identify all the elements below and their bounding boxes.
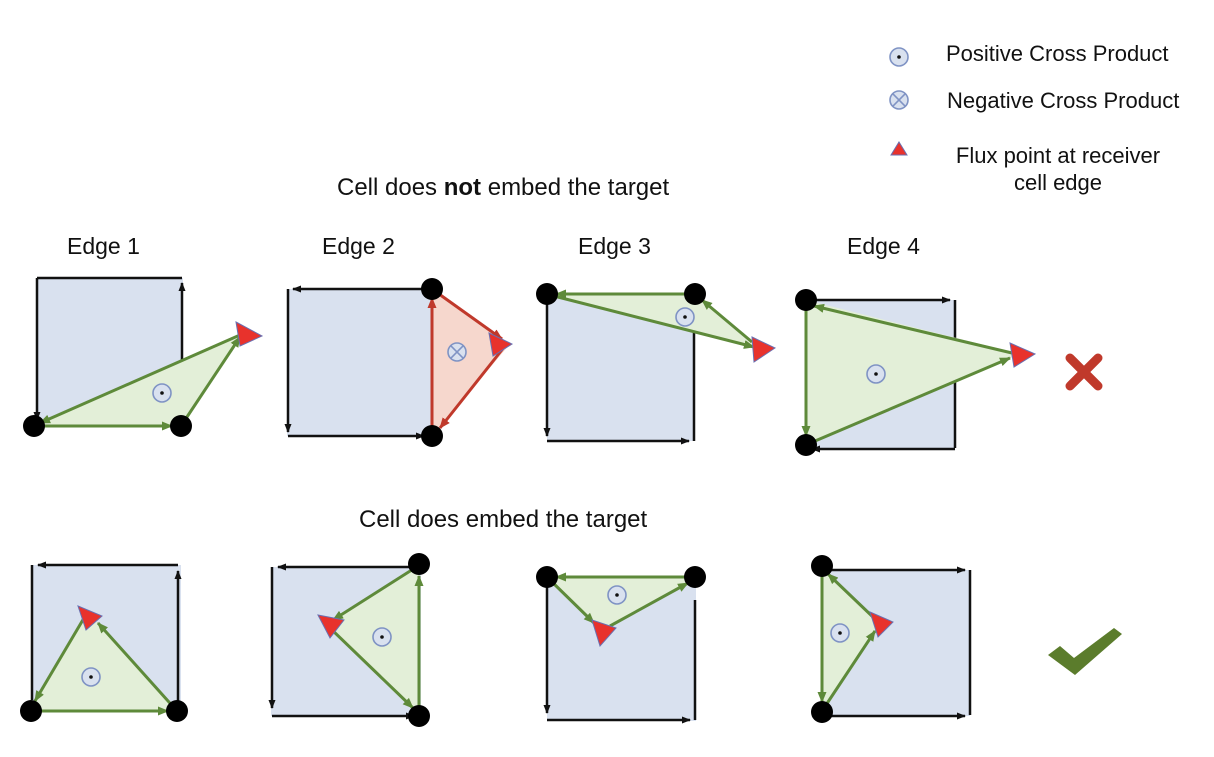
positive-cross-product-icon	[81, 667, 101, 687]
row1-title-post: embed the target	[481, 174, 670, 201]
positive-cross-product-icon	[889, 47, 909, 67]
positive-cross-product-icon	[372, 627, 392, 647]
flux-point-icon	[235, 321, 264, 347]
row2-title: Cell does embed the target	[359, 506, 648, 533]
edge-label-4: Edge 4	[847, 233, 920, 259]
vertex-dot	[795, 434, 817, 456]
vertex-dot	[170, 415, 192, 437]
positive-cross-product-icon	[830, 623, 850, 643]
flux-point-icon	[751, 336, 777, 363]
vertex-dot	[795, 289, 817, 311]
legend-positive-label: Positive Cross Product	[946, 41, 1169, 66]
vertex-dot	[408, 705, 430, 727]
row1-title: Cell does not embed the target	[337, 175, 669, 201]
vertex-dot	[408, 553, 430, 575]
flux-point-icon	[77, 605, 103, 631]
row1-edge3-triangle	[536, 283, 777, 363]
flux-point-icon	[869, 611, 894, 638]
vertex-dot	[166, 700, 188, 722]
vertex-dot	[536, 566, 558, 588]
vertex-dot	[421, 278, 443, 300]
row1-title-pre: Cell does	[337, 174, 444, 201]
positive-cross-product-icon	[866, 364, 886, 384]
positive-cross-product-icon	[607, 585, 627, 605]
legend-negative-label: Negative Cross Product	[947, 88, 1180, 113]
flux-point-icon	[317, 614, 345, 639]
row1-edge4-triangle	[795, 289, 1037, 456]
negative-cross-product-icon	[889, 90, 909, 110]
row2-edge4-triangle	[811, 555, 894, 723]
row1-edge2-triangle	[421, 278, 514, 447]
vertex-dot	[20, 700, 42, 722]
vertex-dot	[811, 701, 833, 723]
vertex-dot	[421, 425, 443, 447]
row1-edge2-cell	[284, 285, 433, 440]
edge-label-1: Edge 1	[67, 233, 140, 259]
flux-point-icon	[1009, 342, 1037, 368]
flux-point-icon	[591, 619, 617, 647]
row1-title-bold: not	[443, 174, 482, 201]
check-mark-icon	[1048, 628, 1122, 675]
cross-mark-icon	[1065, 353, 1103, 391]
row2-edge1-triangle	[20, 605, 188, 722]
legend	[889, 47, 909, 156]
row2-edge2-triangle	[317, 553, 430, 727]
vertex-dot	[536, 283, 558, 305]
flux-point-icon	[488, 332, 514, 357]
negative-cross-product-icon	[447, 342, 467, 362]
vertex-dot	[684, 566, 706, 588]
vertex-dot	[811, 555, 833, 577]
legend-flux-label-line1: Flux point at receiver	[955, 143, 1161, 168]
edge-label-2: Edge 2	[322, 233, 395, 259]
vertex-dot	[684, 283, 706, 305]
flux-point-icon	[890, 141, 908, 156]
legend-flux-label: Flux point at receiver cell edge	[940, 142, 1176, 196]
legend-flux-label-line2: cell edge	[1013, 170, 1103, 195]
edge-label-3: Edge 3	[578, 233, 651, 259]
vertex-dot	[23, 415, 45, 437]
row2-edge3-triangle	[536, 566, 706, 647]
positive-cross-product-icon	[152, 383, 172, 403]
row1-edge1-triangle	[23, 321, 264, 437]
positive-cross-product-icon	[675, 307, 695, 327]
